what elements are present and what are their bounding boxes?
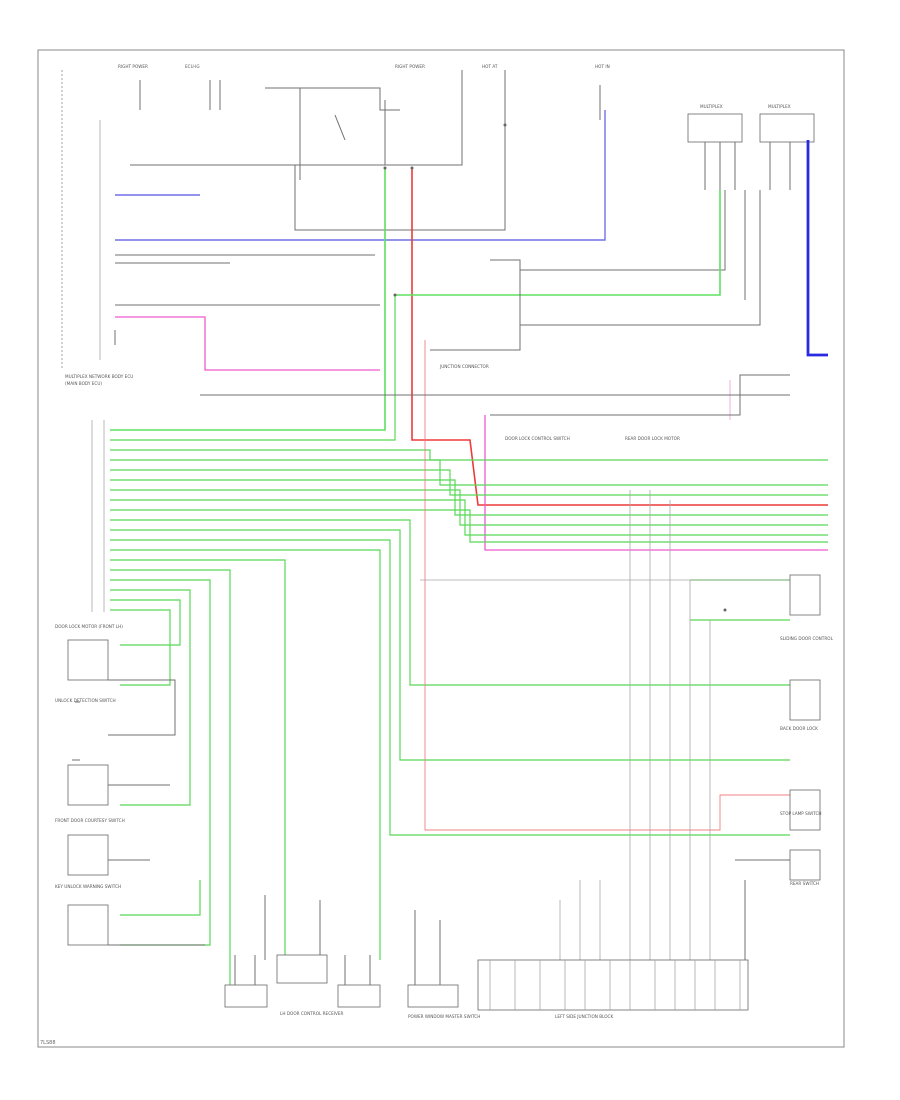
- terminal-dot: [723, 608, 727, 612]
- top-label-1: RIGHT POWER: [118, 64, 148, 69]
- green-wire-g: [110, 479, 828, 516]
- relay-switch: [299, 88, 346, 180]
- blue-wire-thick: [806, 140, 828, 357]
- green-wire-o: [110, 559, 286, 960]
- power-window-label: POWER WINDOW MASTER SWITCH: [408, 1014, 480, 1019]
- left-loop-2: [108, 784, 205, 946]
- terminal-dot: [503, 123, 507, 127]
- top-bus: [130, 70, 463, 166]
- green-wire-a: [110, 168, 386, 431]
- left-comp-1: [67, 639, 109, 681]
- green-wire-m: [110, 539, 790, 836]
- salmon-wire: [424, 340, 790, 831]
- gray-verticals-2: [689, 580, 711, 960]
- ecu-label: MULTIPLEX NETWORK BODY ECU: [65, 374, 133, 379]
- right-comp-4: [789, 849, 821, 881]
- back-door-label: BACK DOOR LOCK: [780, 726, 818, 731]
- diagram-frame: [37, 49, 845, 1048]
- top-label-3: RIGHT POWER: [395, 64, 425, 69]
- left-comp-3: [67, 834, 109, 876]
- multiplex-box-1: [687, 113, 743, 143]
- rear-switch-label: REAR SWITCH: [790, 881, 819, 886]
- green-wire-u: [120, 880, 201, 916]
- bottom-junction-block: [477, 959, 749, 1011]
- door-lock-ctrl-label: DOOR LOCK CONTROL SWITCH: [505, 436, 570, 441]
- ecu-internal: [114, 254, 380, 345]
- switch-box-lines: [430, 259, 521, 351]
- lh-door-ecu-label: LH DOOR CONTROL RECEIVER: [280, 1011, 344, 1016]
- bottom-comp-2: [276, 954, 328, 984]
- top-label-2: ECU-IG: [185, 64, 200, 69]
- green-wire-p: [110, 569, 231, 985]
- red-wire: [411, 168, 828, 506]
- multiplex-box-2: [759, 113, 815, 143]
- key-unlock-label: KEY UNLOCK WARNING SWITCH: [55, 884, 121, 889]
- gray-verticals-1: [629, 490, 671, 960]
- stop-lamp-label: STOP LAMP SWITCH: [780, 811, 822, 816]
- green-wire-t: [110, 609, 171, 686]
- pink-wire-1: [115, 316, 380, 371]
- green-wire-c: [110, 295, 396, 441]
- bottom-comp-3: [337, 984, 381, 1008]
- sliding-door-label: SLIDING DOOR CONTROL: [780, 636, 834, 641]
- left-comp-4: [67, 904, 109, 946]
- green-wire-q: [110, 579, 211, 946]
- courtesy-switch-label: FRONT DOOR COURTESY SWITCH: [55, 818, 125, 823]
- right-comp-2: [789, 679, 821, 721]
- left-loop-1: [108, 679, 176, 736]
- green-wire-r: [110, 589, 191, 806]
- top-label-6: MULTIPLEX: [700, 104, 723, 109]
- unlock-switch-label: UNLOCK DETECTION SWITCH: [55, 698, 116, 703]
- left-marks: [72, 701, 80, 761]
- left-comp-2: [67, 764, 109, 806]
- green-wire-i: [110, 499, 828, 536]
- terminal-dot: [410, 166, 414, 170]
- mid-bus: [294, 70, 506, 231]
- terminal-dot: [383, 166, 387, 170]
- multiplex-pins-2: [769, 142, 809, 190]
- green-wire-j: [110, 509, 828, 543]
- ecu-sub-label: (MAIN BODY ECU): [65, 381, 102, 386]
- green-wire-k: [110, 519, 790, 686]
- bottom-feeds: [264, 895, 441, 985]
- bottom-comp-1: [224, 984, 268, 1008]
- bottom-pins: [234, 955, 371, 985]
- green-wire-d: [110, 449, 828, 461]
- top-label-4: HOT AT: [482, 64, 498, 69]
- blue-wire-2: [115, 110, 606, 241]
- green-wire-b: [395, 190, 721, 296]
- rear-door-lock-label: REAR DOOR LOCK MOTOR: [625, 436, 680, 441]
- green-wire-l: [110, 529, 790, 761]
- green-wire-e: [110, 459, 828, 486]
- junction-pins: [489, 960, 741, 1010]
- relay-top: [265, 87, 400, 111]
- junction-block-label: LEFT SIDE JUNCTION BLOCK: [555, 1014, 613, 1019]
- right-comp-3: [789, 789, 821, 831]
- bottom-comp-4: [407, 984, 459, 1008]
- multiplex-pins-1: [704, 142, 736, 190]
- right-comp-1: [789, 574, 821, 616]
- footer-code: 7LS88: [40, 1040, 56, 1046]
- top-label-7: MULTIPLEX: [768, 104, 791, 109]
- lpink-wire: [700, 380, 790, 420]
- junction-connector-label: JUNCTION CONNECTOR: [439, 364, 489, 369]
- door-lock-motor-label: DOOR LOCK MOTOR (FRONT LH): [55, 624, 123, 629]
- fuse-feeds: [139, 80, 221, 110]
- terminal-dot: [393, 293, 397, 297]
- green-wire-f: [110, 469, 828, 496]
- top-label-5: HOT IN: [595, 64, 610, 69]
- multiplex-returns: [520, 190, 761, 326]
- green-wire-n: [110, 549, 381, 960]
- green-wire-h: [110, 489, 828, 526]
- gray-verticals-3: [559, 880, 601, 960]
- right-comp-lines: [735, 859, 790, 960]
- green-wire-s: [110, 599, 181, 646]
